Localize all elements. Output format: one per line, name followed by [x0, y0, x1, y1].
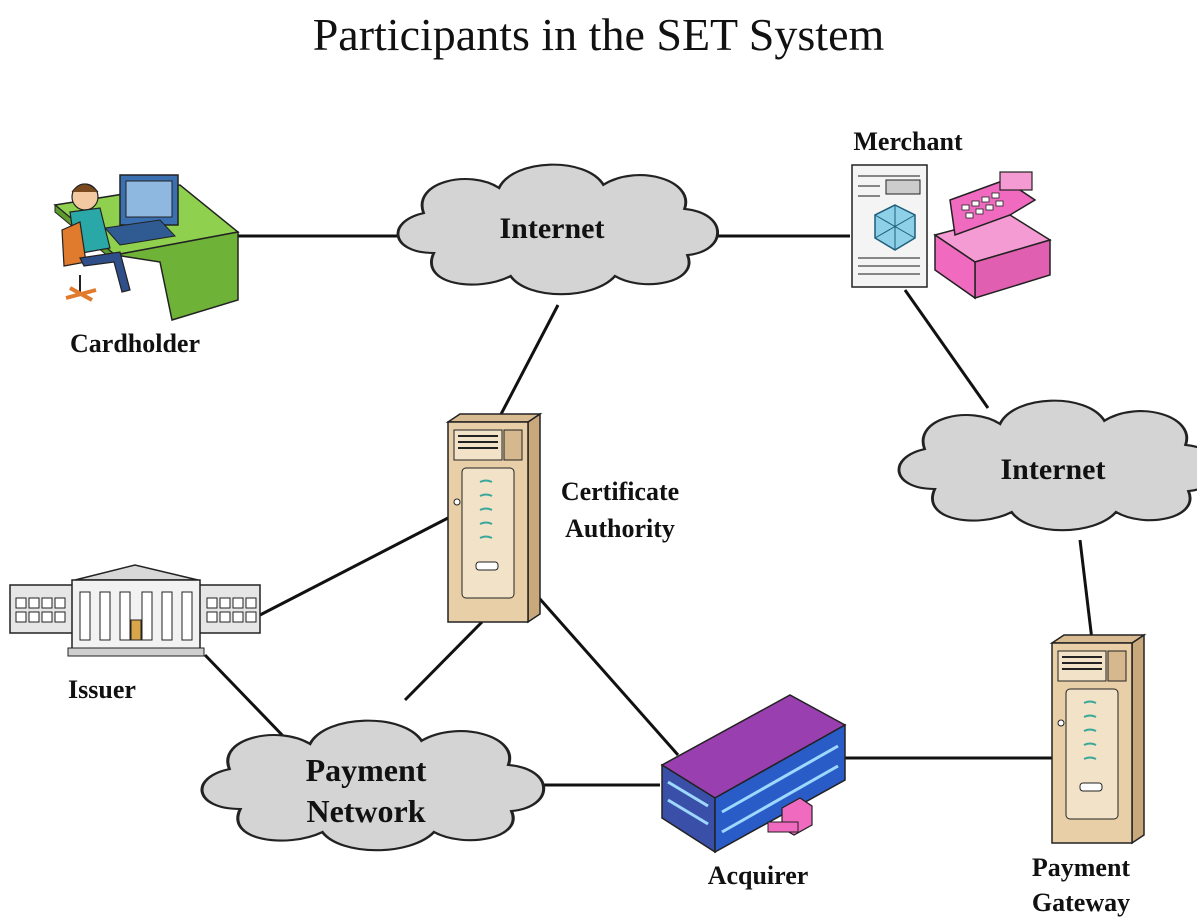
- payment-gateway-node: Payment Gateway: [1032, 634, 1145, 917]
- internet-right-label: Internet: [1001, 453, 1106, 486]
- payment-network-label-line2: Network: [306, 793, 425, 829]
- certificate-authority-node: Certificate Authority: [447, 413, 679, 623]
- issuer-label: Issuer: [68, 675, 136, 704]
- bank-building-icon: [9, 564, 261, 657]
- connection-lines: [203, 234, 1094, 787]
- internet-top-label: Internet: [500, 212, 605, 245]
- cardholder-label: Cardholder: [70, 329, 200, 358]
- ca-label-line2: Authority: [565, 514, 675, 543]
- payment-gateway-label-line2: Gateway: [1032, 888, 1130, 917]
- ca-label-line1: Certificate: [561, 477, 679, 506]
- payment-network-node: Payment Network: [200, 719, 546, 852]
- internet-top-node: Internet: [396, 163, 720, 296]
- link-ca-acquirer: [530, 589, 680, 756]
- page-title: Participants in the SET System: [312, 9, 885, 60]
- merchant-cash-register-icon: [851, 164, 1052, 300]
- merchant-node: Merchant: [851, 127, 1052, 300]
- payment-gateway-label-line1: Payment: [1032, 853, 1131, 882]
- cardholder-node: Cardholder: [53, 174, 240, 358]
- acquirer-label: Acquirer: [708, 861, 809, 890]
- link-merchant-internet-right: [903, 289, 990, 409]
- merchant-label: Merchant: [853, 127, 963, 156]
- link-ca-network: [403, 620, 484, 702]
- acquirer-node: Acquirer: [660, 694, 847, 890]
- payment-network-label-line1: Payment: [306, 752, 427, 788]
- server-tower-icon: [447, 413, 541, 623]
- office-building-icon: [660, 694, 847, 854]
- cardholder-workstation-icon: [53, 174, 240, 321]
- server-tower-icon: [1051, 634, 1145, 844]
- internet-right-node: Internet: [897, 399, 1197, 532]
- link-internet-ca: [496, 304, 560, 421]
- link-issuer-network: [203, 653, 287, 740]
- link-issuer-ca: [259, 516, 449, 617]
- issuer-node: Issuer: [9, 564, 261, 704]
- link-internet-right-gateway: [1078, 539, 1094, 641]
